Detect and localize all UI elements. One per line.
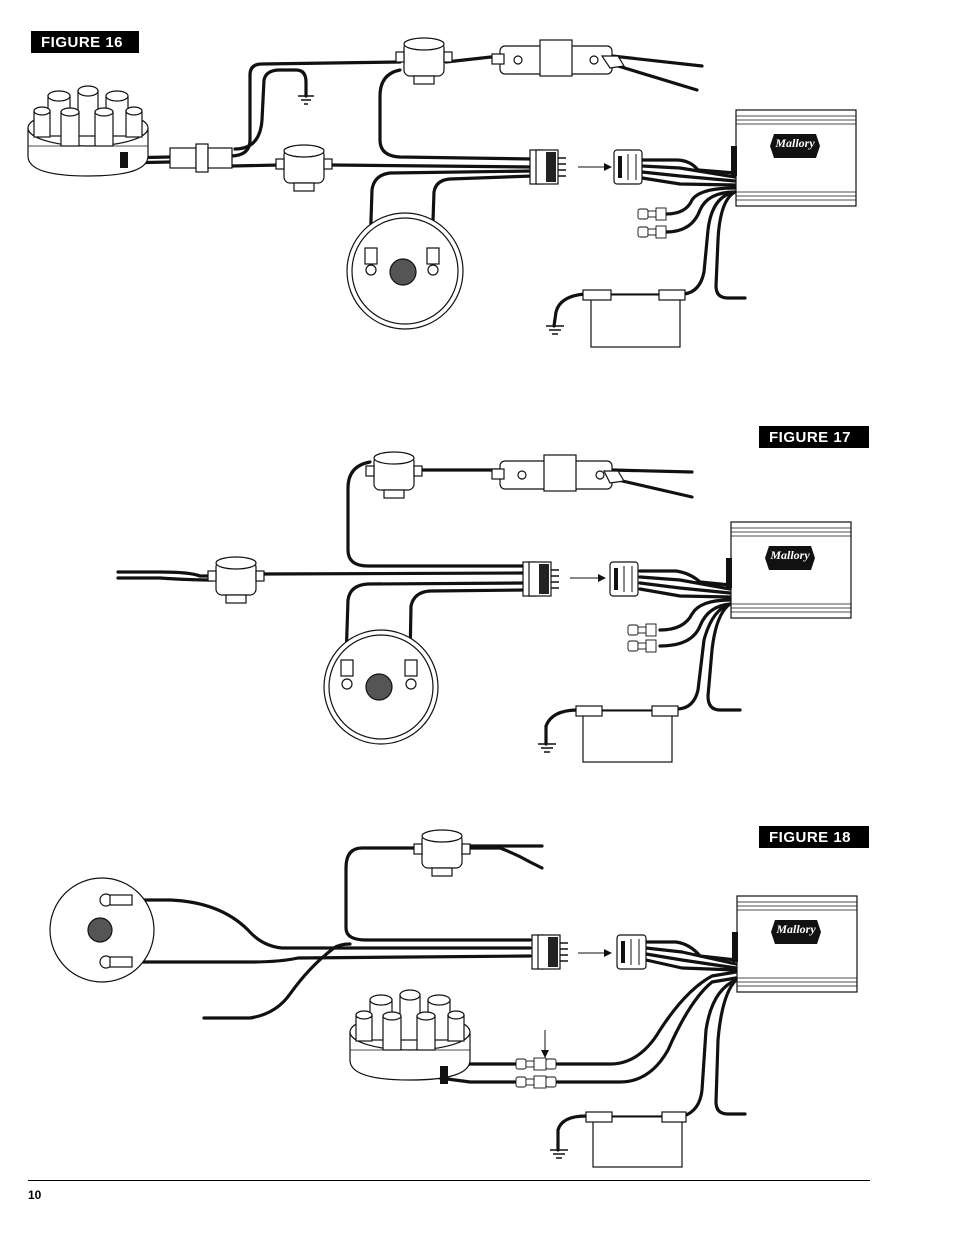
mallory-logo: Mallory [769, 548, 810, 562]
page-number: 10 [28, 1188, 41, 1202]
figure-17-diagram: Mallory [118, 452, 851, 762]
footer-rule [28, 1180, 870, 1181]
figure-16-diagram: Mallory [28, 38, 856, 347]
figure-18-diagram: Mallory [50, 830, 857, 1167]
mallory-logo: Mallory [774, 136, 815, 150]
mallory-logo: Mallory [775, 922, 816, 936]
